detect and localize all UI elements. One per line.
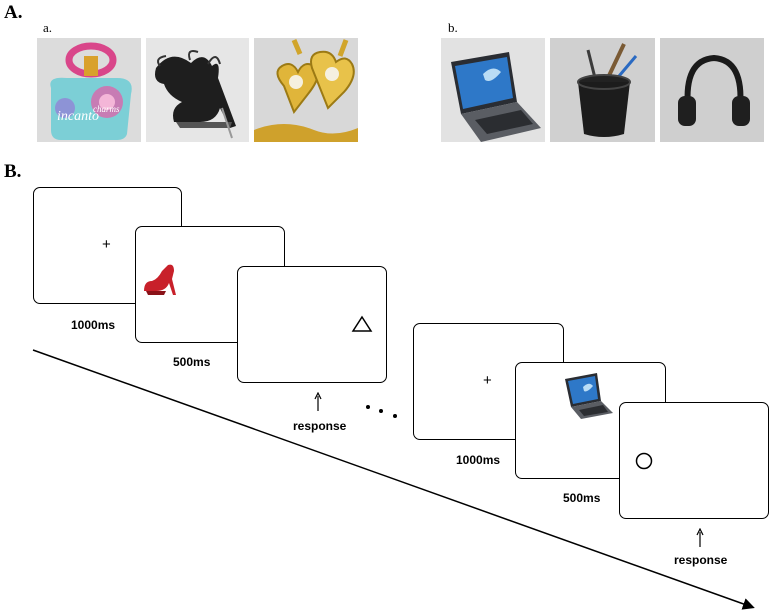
- perfume-logo-text: incanto: [57, 109, 99, 124]
- trial1-response-label: response: [293, 419, 347, 433]
- headphones-image: [660, 38, 764, 142]
- laptop-image: [441, 38, 545, 142]
- trial1-fixation-cross: +: [102, 236, 111, 253]
- panel-a-label: a.: [43, 20, 53, 35]
- trial1-target-frame: [237, 266, 387, 383]
- lace-shoe-image: [146, 38, 249, 142]
- trial2-fixation-cross: +: [483, 372, 492, 389]
- red-shoe-icon: [144, 264, 176, 295]
- circle-icon: [635, 452, 653, 470]
- section-b-label: B.: [4, 161, 22, 182]
- perfume-logo-subtext: charms: [93, 104, 120, 114]
- trial2-target-frame: [619, 402, 769, 519]
- trial2-response-label: response: [674, 553, 728, 567]
- trial2-response-arrow-icon: [696, 528, 704, 547]
- ellipsis-dots-icon: [366, 405, 397, 418]
- laptop-icon: [565, 373, 613, 419]
- trial1-fixation-duration: 1000ms: [71, 318, 116, 332]
- trial1-image-duration: 500ms: [173, 355, 211, 369]
- section-a-label: A.: [4, 2, 23, 23]
- perfume-image: incanto charms: [37, 38, 141, 142]
- triangle-icon: [351, 315, 373, 332]
- trial2-fixation-duration: 1000ms: [456, 453, 501, 467]
- trial2-image-duration: 500ms: [563, 491, 601, 505]
- trial1-response-arrow-icon: [314, 392, 322, 411]
- pen-holder-image: [550, 38, 655, 142]
- panel-b-label: b.: [448, 20, 458, 35]
- heart-pendant-image: [254, 38, 358, 142]
